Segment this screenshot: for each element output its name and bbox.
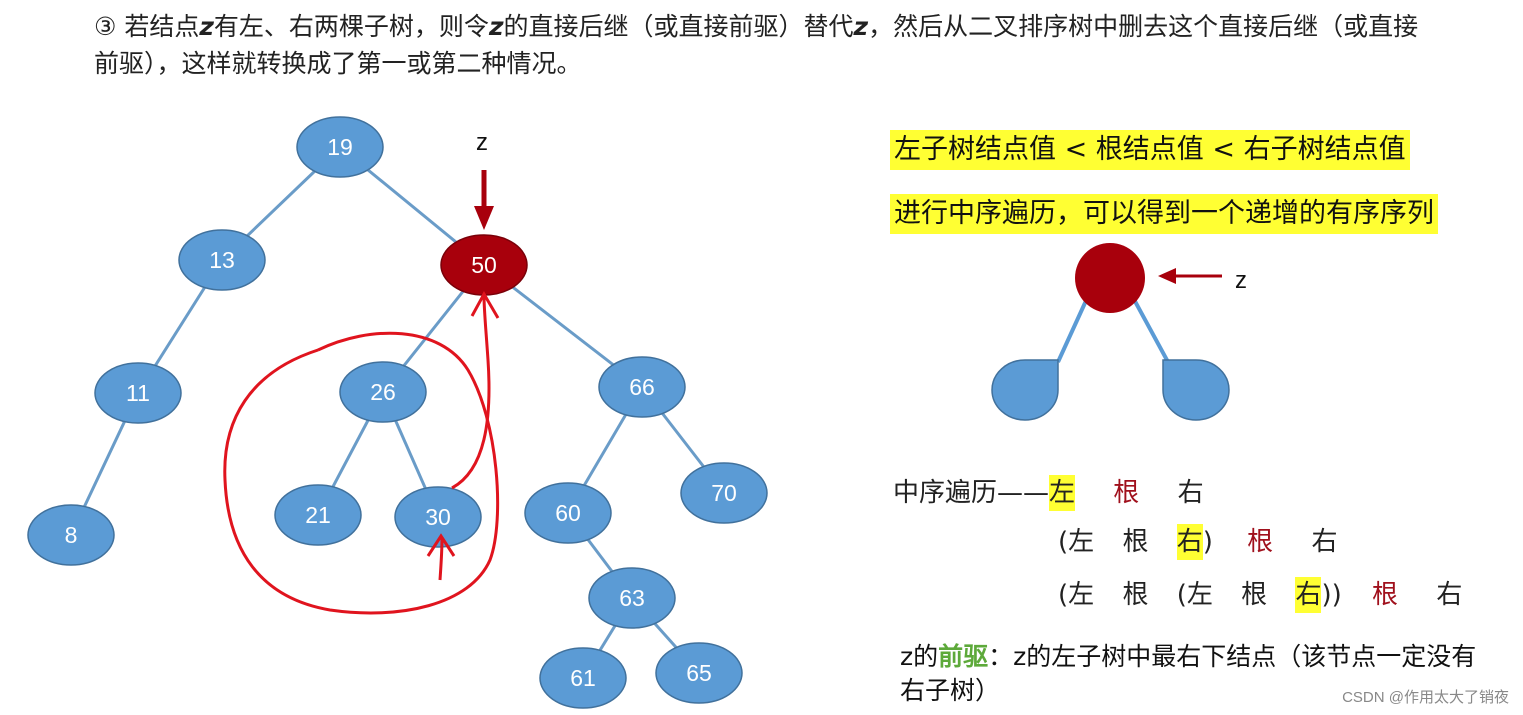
pred-de: 的 [913,642,939,671]
node-label: 21 [305,502,331,528]
annotation-arrowhead-up [470,290,500,319]
node-shape [588,567,676,629]
inorder-right: 右 [1176,524,1203,560]
inorder-root: 根 [1122,527,1149,557]
generic-root-node [1075,243,1145,313]
node-label: 26 [370,379,396,405]
tree-node-13: 13 [178,229,266,291]
annotation-arrowhead-30 [426,533,456,557]
node-shape [178,229,266,291]
inorder-left: 左 [1049,475,1076,511]
tree-node-61: 61 [539,647,627,709]
node-label: 66 [629,374,655,400]
inorder-line-1: 中序遍历——左 根 右 [893,475,1204,511]
tree-node-19: 19 [296,116,384,178]
tree-node-26: 26 [339,361,427,423]
z-pointer-arrow [474,170,494,230]
inorder-root: 根 [1122,580,1149,610]
node-shape [94,362,182,424]
inorder-left: 左 [1068,527,1095,557]
paren-open: ( [1058,580,1069,610]
tree-node-21: 21 [274,484,362,546]
node-label: 60 [555,500,581,526]
generic-left-subtree [991,359,1059,421]
pred-term: 前驱 [938,642,989,671]
inorder-right: 右 [1311,527,1338,557]
node-shape [394,486,482,548]
node-label: 63 [619,585,645,611]
node-shape [296,116,384,178]
tree-node-65: 65 [655,642,743,704]
tree-node-70: 70 [680,462,768,524]
pred-z: z [900,642,914,671]
node-label: 65 [686,660,712,686]
inorder-root: 根 [1372,580,1399,610]
paren-close: ) [1321,580,1332,610]
z-marker-label: z [476,129,488,156]
node-label: 13 [209,247,235,273]
node-label: 70 [711,480,737,506]
tree-node-66: 66 [598,356,686,418]
inorder-right: 右 [1177,478,1204,508]
node-label: 50 [471,252,497,278]
node-label: 11 [126,380,150,406]
node-shape [27,504,115,566]
paren-close: ) [1331,580,1342,610]
tree-node-30: 30 [394,486,482,548]
inorder-right: 右 [1436,580,1463,610]
paren-open: ( [1176,580,1187,610]
node-shape [524,482,612,544]
tree-node-63: 63 [588,567,676,629]
generic-right-subtree [1162,359,1230,421]
tree-node-11: 11 [94,362,182,424]
node-label: 30 [425,504,451,530]
heading-part: 的直接后继（或直接前驱）替代 [503,12,854,41]
inorder-line-3: (左 根 (左 根 右)) 根 右 [1058,577,1462,613]
annotation-circle [223,331,500,615]
node-shape [274,484,362,546]
inorder-root: 根 [1241,580,1268,610]
heading-z: z [488,12,504,41]
annotation-arrow-to-50 [451,295,491,490]
node-shape [680,462,768,524]
tree-node-50: 50 [440,234,528,296]
heading-z: z [199,12,214,41]
node-shape [655,642,743,704]
heading-part: ③ 若结点 [94,12,200,41]
inorder-root: 根 [1113,478,1140,508]
heading-z: z [853,12,869,41]
generic-subtree-diagram: z [991,243,1247,421]
inorder-right: 右 [1295,577,1322,613]
inorder-root: 根 [1247,527,1274,557]
heading-part: ，然后从二叉排序树中删去这个直接后继（或直接前驱），这样就转换成了第一或第二种情… [94,12,1419,78]
node-shape [539,647,627,709]
node-shape [598,356,686,418]
node-label: 8 [65,522,78,548]
generic-z-label: z [1235,267,1247,294]
inorder-left: 左 [1068,580,1095,610]
watermark: CSDN @作用太大了销夜 [1342,689,1509,706]
paren-open: ( [1058,527,1069,557]
tree-node-8: 8 [27,504,115,566]
heading-text: ③ 若结点z有左、右两棵子树，则令z的直接后继（或直接前驱）替代z，然后从二叉排… [94,8,1434,82]
inorder-line-2: (左 根 右) 根 右 [1058,524,1337,560]
inorder-property-text: 进行中序遍历，可以得到一个递增的有序序列 [890,194,1438,234]
node-shape [339,361,427,423]
annotation-arrow-under-30 [438,537,444,581]
tree-node-60: 60 [524,482,612,544]
inorder-title: 中序遍历—— [893,478,1050,508]
inorder-left: 左 [1186,580,1213,610]
node-label: 61 [570,665,596,691]
predecessor-definition: z的前驱：z的左子树中最右下结点（该节点一定没有右子树） [900,640,1500,708]
heading-part: 有左、右两棵子树，则令 [213,12,489,41]
node-label: 19 [327,134,353,160]
pred-rest: ：z的左子树中最右下结点（该节点一定没有右子树） [900,642,1477,705]
bst-property-text: 左子树结点值 < 根结点值 < 右子树结点值 [890,130,1410,170]
tree-nodes: 19 13 50 11 26 66 8 21 30 60 70 63 61 65 [27,116,768,709]
paren-close: ) [1202,527,1213,557]
